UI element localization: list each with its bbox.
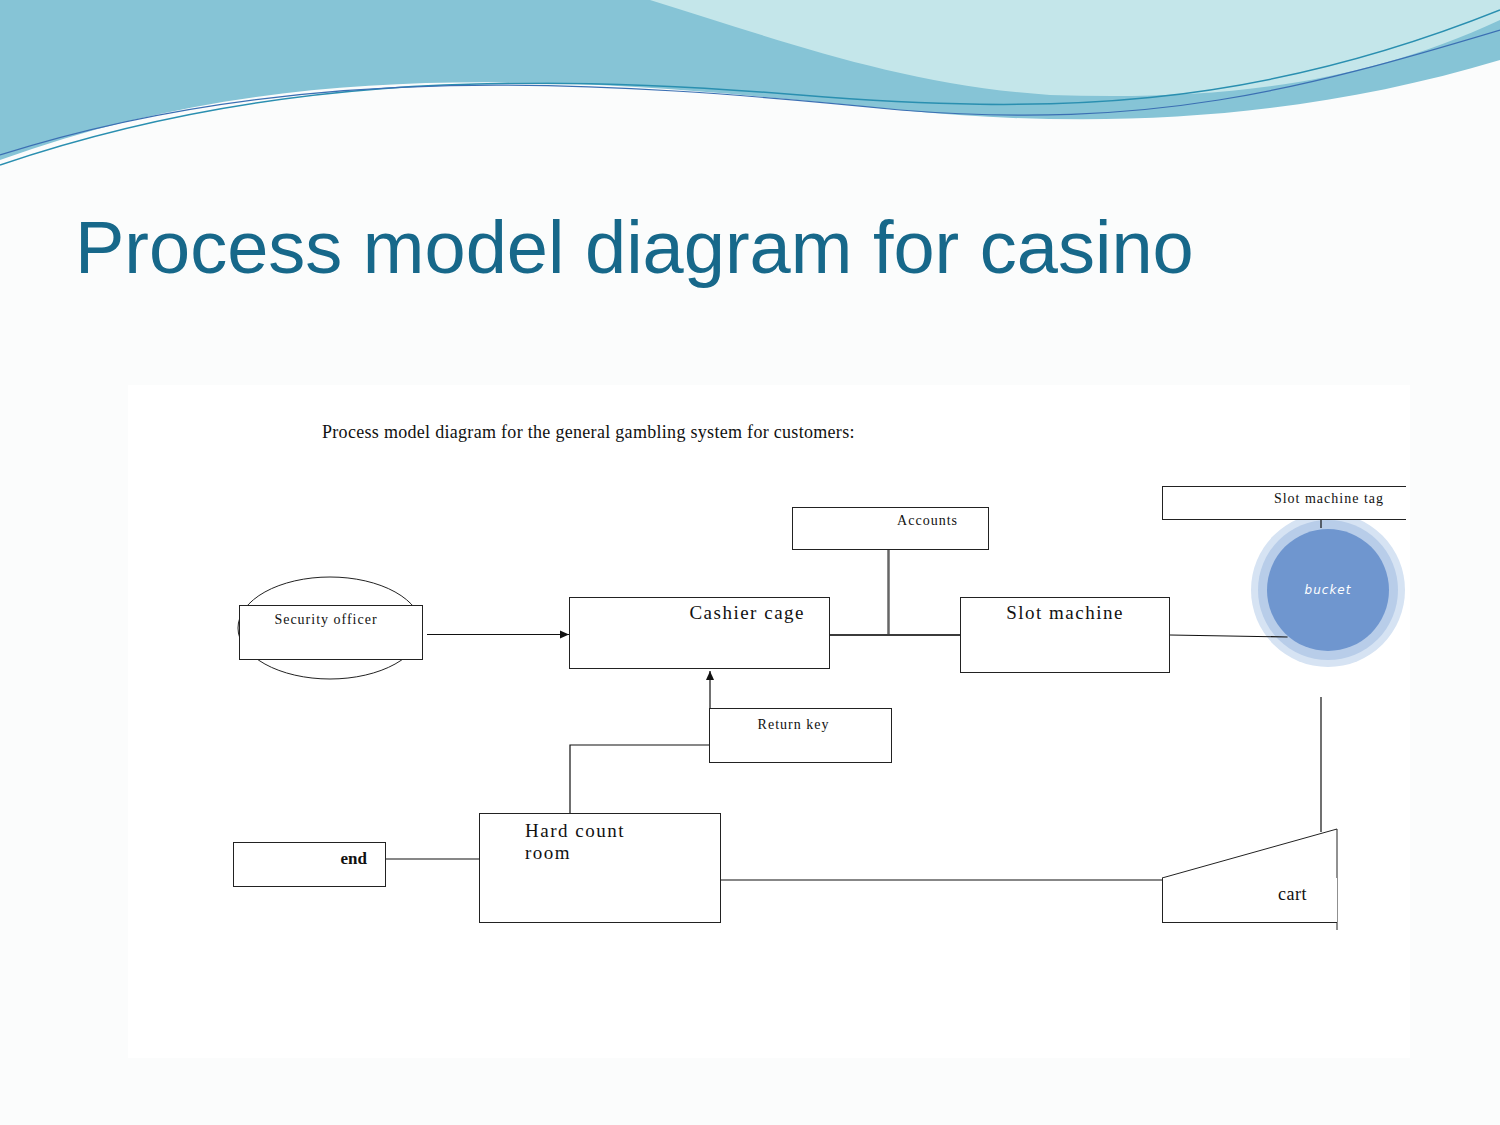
- node-label: end: [250, 849, 367, 869]
- diagram-caption: Process model diagram for the general ga…: [322, 422, 855, 443]
- process-box: Cashier cage: [569, 597, 830, 669]
- data-store-box: Accounts: [792, 507, 989, 550]
- connector: [830, 550, 889, 635]
- node-label: Security officer: [256, 612, 396, 628]
- bucket-circle: bucket: [1266, 528, 1390, 652]
- node-label: Return key: [758, 717, 830, 733]
- connector: [1170, 635, 1288, 637]
- connector: [721, 879, 1162, 880]
- connector: [830, 634, 960, 635]
- node-label: Slot machine tag: [1185, 491, 1384, 507]
- process-box: Hard count room: [479, 813, 721, 923]
- tag-box: Slot machine tag: [1162, 486, 1406, 520]
- node-label: Hard count room: [525, 820, 675, 864]
- process-box: Return key: [709, 708, 892, 763]
- node-label: Accounts: [823, 513, 958, 529]
- connector: [1320, 520, 1321, 528]
- node-label: bucket: [1305, 583, 1352, 597]
- cart-box: cart: [1162, 878, 1337, 923]
- connector: [386, 858, 479, 859]
- node-label: Slot machine: [1006, 602, 1124, 624]
- node-label: Cashier cage: [594, 602, 805, 624]
- process-box: Slot machine: [960, 597, 1170, 673]
- slide-title: Process model diagram for casino: [75, 205, 1194, 290]
- connector: [570, 745, 709, 813]
- connector: [709, 671, 710, 708]
- node-label: cart: [1179, 884, 1307, 905]
- connector: [1320, 697, 1321, 832]
- actor-box: Security officer: [239, 605, 423, 660]
- connector: [889, 550, 961, 635]
- connector: [427, 634, 569, 635]
- terminal-box: end: [233, 842, 386, 887]
